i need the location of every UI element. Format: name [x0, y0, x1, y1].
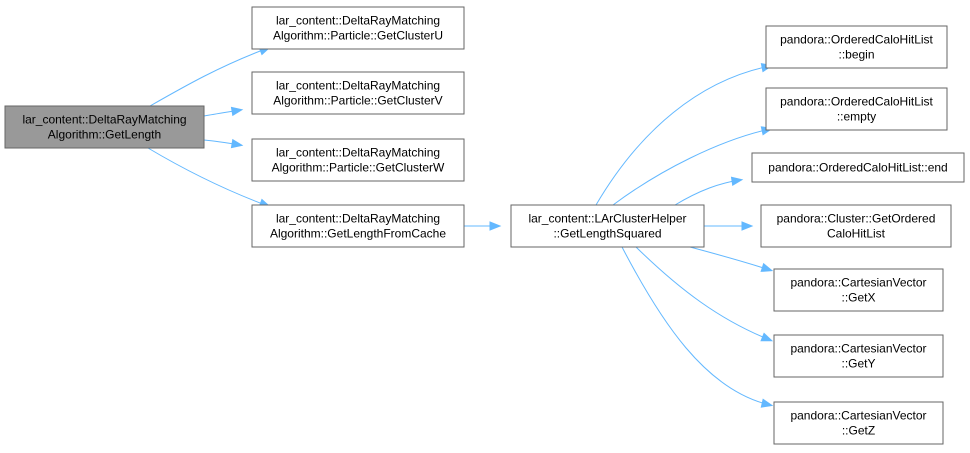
arrowhead-icon	[230, 106, 244, 117]
edge-line	[612, 128, 771, 206]
node-label-line: Algorithm::GetLength	[48, 128, 161, 142]
node-box[interactable]	[773, 401, 944, 445]
node-box[interactable]	[251, 204, 465, 248]
node-label-line: ::empty	[837, 110, 876, 124]
node-get-length-from-cache[interactable]: lar_content::DeltaRayMatchingAlgorithm::…	[251, 204, 465, 248]
edge-get-length-to-get-cluster-w	[203, 138, 244, 149]
node-box[interactable]	[765, 25, 948, 69]
node-label-line: lar_content::DeltaRayMatching	[276, 146, 440, 160]
node-box[interactable]	[251, 138, 465, 182]
node-label-line: lar_content::LArClusterHelper	[528, 212, 686, 226]
node-get-length[interactable]: lar_content::DeltaRayMatchingAlgorithm::…	[4, 105, 205, 149]
node-label-line: pandora::CartesianVector	[790, 276, 926, 290]
edge-get-length-squared-to-empty	[612, 126, 774, 206]
arrowhead-icon	[741, 221, 754, 231]
edge-get-length-squared-to-get-y	[635, 246, 774, 342]
node-get-cluster-u[interactable]: lar_content::DeltaRayMatchingAlgorithm::…	[251, 6, 465, 50]
node-label-line: pandora::CartesianVector	[790, 342, 926, 356]
node-get-cluster-v[interactable]: lar_content::DeltaRayMatchingAlgorithm::…	[251, 71, 465, 115]
arrowhead-icon	[730, 176, 744, 186]
node-get-y[interactable]: pandora::CartesianVector::GetY	[773, 334, 944, 378]
node-label-line: pandora::CartesianVector	[790, 409, 926, 423]
arrowhead-icon	[760, 398, 774, 408]
edge-get-length-to-get-cluster-v	[203, 106, 244, 117]
node-get-length-squared[interactable]: lar_content::LArClusterHelper::GetLength…	[510, 204, 705, 248]
nodes-layer: lar_content::DeltaRayMatchingAlgorithm::…	[4, 6, 965, 445]
edge-line	[635, 246, 771, 341]
arrowhead-icon	[230, 138, 244, 149]
node-label-line: pandora::Cluster::GetOrdered	[777, 212, 936, 226]
arrowhead-icon	[760, 262, 774, 272]
node-box[interactable]	[251, 6, 465, 50]
node-label-line: lar_content::DeltaRayMatching	[22, 113, 186, 127]
node-get-z[interactable]: pandora::CartesianVector::GetZ	[773, 401, 944, 445]
edge-line	[674, 179, 741, 206]
node-empty[interactable]: pandora::OrderedCaloHitList::empty	[765, 87, 948, 131]
edge-line	[149, 47, 269, 107]
node-label-line: CaloHitList	[827, 227, 886, 241]
edge-line	[147, 147, 269, 207]
edge-get-length-squared-to-get-z	[621, 246, 774, 408]
node-label-line: ::begin	[838, 48, 874, 62]
edge-get-length-squared-to-begin	[595, 63, 774, 206]
node-box[interactable]	[251, 71, 465, 115]
node-box[interactable]	[773, 268, 944, 312]
node-label-line: Algorithm::Particle::GetClusterU	[273, 29, 443, 43]
edge-get-length-squared-to-end	[674, 176, 744, 206]
node-box[interactable]	[765, 87, 948, 131]
node-box[interactable]	[773, 334, 944, 378]
node-label-line: ::GetX	[841, 291, 875, 305]
node-label-line: ::GetZ	[842, 424, 875, 438]
node-label-line: ::GetY	[841, 357, 875, 371]
arrowhead-icon	[489, 221, 502, 231]
node-label-line: lar_content::DeltaRayMatching	[276, 14, 440, 28]
arrowhead-icon	[760, 332, 774, 342]
node-label-line: pandora::OrderedCaloHitList	[780, 95, 933, 109]
node-label-line: pandora::OrderedCaloHitList	[780, 33, 933, 47]
node-label-line: Algorithm::Particle::GetClusterW	[272, 161, 445, 175]
node-box[interactable]	[760, 204, 952, 248]
node-label-line: lar_content::DeltaRayMatching	[276, 79, 440, 93]
node-end[interactable]: pandora::OrderedCaloHitList::end	[751, 152, 965, 183]
node-label-line: Algorithm::GetLengthFromCache	[270, 227, 446, 241]
edge-get-length-squared-to-get-ordered-calo-hit-list	[704, 221, 754, 231]
node-begin[interactable]: pandora::OrderedCaloHitList::begin	[765, 25, 948, 69]
edge-get-length-squared-to-get-x	[689, 246, 774, 272]
node-label-line: ::GetLengthSquared	[553, 227, 661, 241]
edge-line	[595, 65, 771, 206]
node-get-x[interactable]: pandora::CartesianVector::GetX	[773, 268, 944, 312]
edge-line	[621, 246, 771, 406]
node-box[interactable]	[751, 152, 965, 183]
node-label-line: pandora::OrderedCaloHitList::end	[768, 161, 947, 175]
node-box[interactable]	[510, 204, 705, 248]
node-get-cluster-w[interactable]: lar_content::DeltaRayMatchingAlgorithm::…	[251, 138, 465, 182]
edge-get-length-from-cache-to-get-length-squared	[464, 221, 502, 231]
edge-line	[689, 246, 771, 271]
node-label-line: lar_content::DeltaRayMatching	[276, 212, 440, 226]
node-label-line: Algorithm::Particle::GetClusterV	[273, 94, 442, 108]
node-box[interactable]	[4, 105, 205, 149]
